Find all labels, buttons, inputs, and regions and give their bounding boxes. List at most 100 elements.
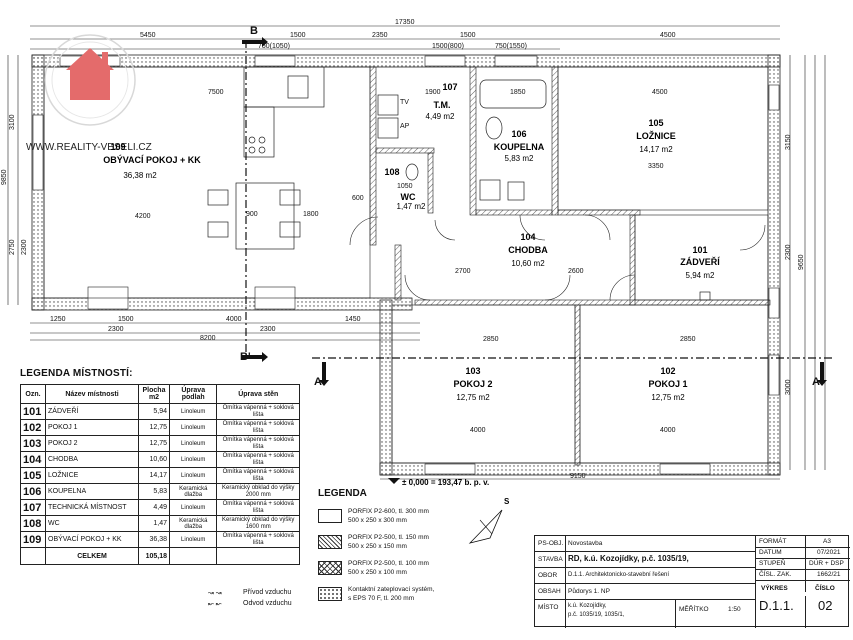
cis-zak-value: 1662/21: [817, 571, 841, 578]
room-name-cell: KOUPELNA: [45, 483, 139, 500]
svg-text:WC: WC: [401, 192, 416, 202]
watermark-logo: [44, 34, 136, 126]
room-area-cell: 4,49: [138, 499, 170, 516]
svg-text:7500: 7500: [208, 89, 224, 96]
section-lines: [245, 40, 832, 360]
svg-text:3150: 3150: [785, 134, 792, 150]
svg-text:2350: 2350: [372, 32, 388, 39]
air-in-label: Přívod vzduchu: [243, 589, 292, 596]
room-106: 106 KOUPELNA 5,83 m2: [494, 129, 545, 163]
stupen-key: STUPEŇ: [759, 560, 786, 567]
room-num-cell: 105: [20, 467, 46, 484]
room-num-cell: 108: [20, 515, 46, 532]
room-wall-cell: Omítka vápenná + soklová lišta: [216, 419, 300, 436]
svg-text:4000: 4000: [226, 316, 242, 323]
dimension-lines: [7, 25, 826, 480]
level-marker-icon: [388, 478, 400, 484]
watermark-text: WWW.REALITY-VESELI.CZ: [26, 142, 152, 153]
svg-text:4,49 m2: 4,49 m2: [426, 112, 455, 121]
room-num-cell: 109: [20, 531, 46, 548]
svg-text:1,47 m2: 1,47 m2: [397, 202, 426, 211]
section-a-prime-label: A': [812, 376, 823, 388]
room-108: 108 WC 1,47 m2: [384, 167, 426, 211]
obsah-key: OBSAH: [538, 588, 561, 595]
vykres-value: D.1.1.: [759, 598, 794, 613]
bathroom-fixtures: [377, 79, 711, 301]
svg-text:4000: 4000: [660, 427, 676, 434]
legend-line: Kontaktní zateplovací systém,: [348, 586, 435, 593]
meritko-value: 1:50: [728, 606, 741, 613]
stupen-value: DÚR + DSP: [809, 560, 844, 567]
obsah-value: Půdorys 1. NP: [568, 588, 610, 595]
svg-text:1250: 1250: [50, 316, 66, 323]
legend-item-eps: Kontaktní zateplovací systém,s EPS 70 F,…: [318, 583, 528, 609]
room-table-total-row: CELKEM 105,18: [20, 547, 300, 565]
room-floor-cell: Linoleum: [168, 467, 218, 484]
legend-title: LEGENDA: [318, 488, 367, 499]
svg-text:1500: 1500: [118, 316, 134, 323]
room-legend-table: LEGENDA MÍSTNOSTÍ: Ozn. Název místnosti …: [20, 368, 300, 565]
room-outlines: [43, 66, 769, 464]
legend-line: 500 x 250 x 300 mm: [348, 517, 407, 524]
obor-key: OBOR: [538, 572, 558, 579]
svg-text:1500: 1500: [460, 32, 476, 39]
svg-text:POKOJ 1: POKOJ 1: [648, 379, 687, 389]
svg-text:900: 900: [246, 211, 258, 218]
svg-text:2300: 2300: [108, 326, 124, 333]
total-area: 105,18: [138, 547, 170, 565]
tv-label: TV: [400, 99, 409, 106]
room-floor-cell: Linoleum: [168, 531, 218, 548]
door-swings: [349, 214, 766, 301]
svg-text:104: 104: [520, 232, 535, 242]
svg-text:2850: 2850: [483, 336, 499, 343]
svg-text:T.M.: T.M.: [434, 100, 451, 110]
header-num: Ozn.: [20, 384, 46, 404]
ps-obj-value: Novostavba: [568, 540, 603, 547]
legend-item-porfix-300: PORFIX P2-600, tl. 300 mm 500 x 250 x 300…: [318, 505, 528, 531]
cislo-key: ČÍSLO: [815, 585, 835, 592]
vykres-key: VÝKRES: [761, 585, 788, 592]
ap-label: AP: [400, 123, 410, 130]
stavba-key: STAVBA: [538, 556, 563, 563]
room-wall-cell: Omítka vápenná + soklová lišta: [216, 499, 300, 516]
ps-obj-key: PS-OBJ.: [538, 540, 564, 547]
level-label: ± 0,000 = 193,47 b. p. v.: [402, 478, 489, 487]
legend-line: PORFIX P2-600, tl. 300 mm: [348, 508, 429, 515]
room-104: 104 CHODBA 10,60 m2: [508, 232, 548, 268]
svg-text:750(1050): 750(1050): [258, 43, 290, 50]
room-wall-cell: Omítka vápenná + soklová lišta: [216, 435, 300, 452]
svg-text:5450: 5450: [140, 32, 156, 39]
datum-value: 07/2021: [817, 549, 841, 556]
material-legend: LEGENDA PORFIX P2-600, tl. 300 mm 500 x 2…: [318, 488, 528, 609]
room-101: 101 ZÁDVEŘÍ 5,94 m2: [680, 245, 720, 280]
format-key: FORMÁT: [759, 538, 787, 545]
air-out-label: Odvod vzduchu: [243, 600, 292, 607]
svg-text:LOŽNICE: LOŽNICE: [636, 130, 676, 141]
north-arrow-icon: S: [468, 497, 510, 544]
misto-value-1: k.ú. Kozojídky,: [568, 603, 607, 609]
room-103: 103 POKOJ 2 12,75 m2: [453, 366, 492, 402]
exterior-walls: [31, 54, 781, 476]
svg-text:14,17 m2: 14,17 m2: [639, 145, 673, 154]
svg-text:2700: 2700: [455, 268, 471, 275]
room-wall-cell: Keramický obklad do výšky 1600 mm: [216, 515, 300, 532]
svg-text:101: 101: [692, 245, 707, 255]
svg-text:CHODBA: CHODBA: [508, 245, 548, 255]
svg-text:2300: 2300: [260, 326, 276, 333]
room-num-cell: 106: [20, 483, 46, 500]
datum-key: DATUM: [759, 549, 782, 556]
room-area-cell: 12,75: [138, 419, 170, 436]
room-105: 105 LOŽNICE 14,17 m2: [636, 118, 676, 154]
header-wall: Úprava stěn: [216, 384, 300, 404]
svg-text:108: 108: [384, 167, 399, 177]
title-block: PS-OBJ. Novostavba STAVBA RD, k.ú. Kozoj…: [534, 535, 850, 628]
swatch-dots: [318, 587, 342, 601]
room-table-header: Ozn. Název místnosti Plocha m2 Úprava po…: [20, 384, 300, 404]
svg-text:750(1550): 750(1550): [495, 43, 527, 50]
svg-text:ZÁDVEŘÍ: ZÁDVEŘÍ: [680, 256, 720, 267]
room-floor-cell: Linoleum: [168, 451, 218, 468]
